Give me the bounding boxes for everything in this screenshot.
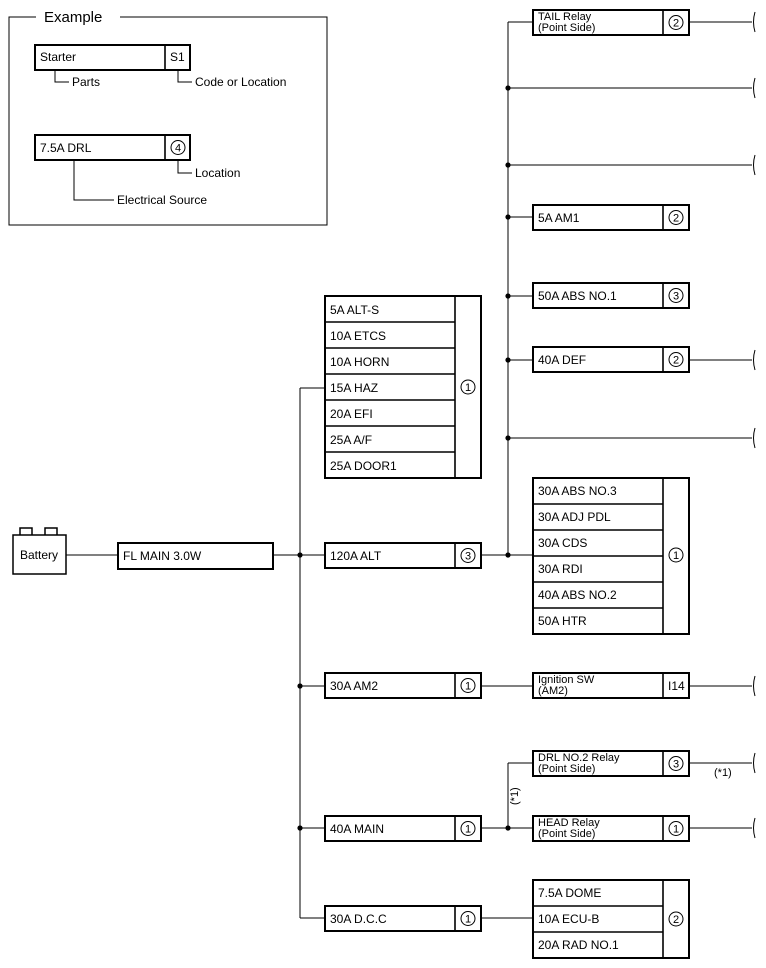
fuse-block-2-location: 1: [673, 550, 679, 562]
ignition-line1: Ignition SW: [538, 674, 595, 686]
am1-location: 2: [673, 213, 679, 225]
example-legend: Example Starter S1 Parts Code or Locatio…: [8, 9, 328, 226]
fuse-30a-dcc: 30A D.C.C 1: [324, 905, 482, 932]
main-label: 40A MAIN: [330, 822, 384, 836]
legend-source-name: 7.5A DRL: [40, 141, 92, 155]
head-relay: HEAD Relay (Point Side) 1: [532, 815, 690, 842]
legend-part-box: [34, 44, 191, 71]
fuse-adj-pdl: 30A ADJ PDL: [538, 510, 611, 524]
fuse-etcs: 10A ETCS: [330, 329, 386, 343]
drl-relay-line2: (Point Side): [538, 763, 595, 775]
wires: [66, 21, 752, 919]
legend-electrical-source-label: Electrical Source: [117, 193, 207, 207]
ignition-code: I14: [668, 679, 685, 693]
tail-relay-location: 2: [673, 18, 679, 30]
abs1-label: 50A ABS NO.1: [538, 289, 617, 303]
fl-main-fusible-link: FL MAIN 3.0W: [117, 542, 274, 570]
fuse-ecu-b: 10A ECU-B: [538, 912, 599, 926]
legend-frame: [8, 16, 328, 226]
fuse-40a-def: 40A DEF 2: [532, 346, 690, 373]
legend-parts-label: Parts: [72, 75, 100, 89]
alt-location: 3: [465, 551, 471, 563]
fuse-block-1: 5A ALT-S 10A ETCS 10A HORN 15A HAZ 20A E…: [324, 295, 482, 479]
fuse-dome: 7.5A DOME: [538, 886, 601, 900]
head-relay-line2: (Point Side): [538, 828, 595, 840]
dcc-label: 30A D.C.C: [330, 912, 387, 926]
fuse-cds: 30A CDS: [538, 536, 587, 550]
legend-part-name: Starter: [40, 50, 76, 64]
am1-label: 5A AM1: [538, 211, 580, 225]
am2-location: 1: [465, 681, 471, 693]
fuse-rdi: 30A RDI: [538, 562, 583, 576]
fuse-haz: 15A HAZ: [330, 381, 378, 395]
fuse-block-2: 30A ABS NO.3 30A ADJ PDL 30A CDS 30A RDI…: [532, 477, 690, 635]
fuse-efi: 20A EFI: [330, 407, 373, 421]
fuse-block-3-location: 2: [673, 914, 679, 926]
note-mark-vertical: (*1): [509, 787, 521, 805]
legend-source-box: [34, 134, 191, 161]
legend-source-location: 4: [175, 143, 181, 155]
tail-relay-line2: (Point Side): [538, 22, 595, 34]
continuation-marks: [753, 11, 756, 839]
head-relay-line1: HEAD Relay: [538, 817, 600, 829]
legend-code-label: Code or Location: [195, 75, 286, 89]
fuse-block-3: 7.5A DOME 10A ECU-B 20A RAD NO.1 2: [532, 879, 690, 959]
def-label: 40A DEF: [538, 353, 586, 367]
tail-relay-line1: TAIL Relay: [538, 11, 592, 23]
legend-title: Example: [44, 9, 102, 26]
drl-no2-relay: DRL NO.2 Relay (Point Side) 3: [532, 750, 690, 777]
battery: Battery: [12, 527, 67, 575]
fuse-horn: 10A HORN: [330, 355, 389, 369]
legend-location-label: Location: [195, 166, 240, 180]
note-mark-right: (*1): [714, 767, 732, 779]
fuse-120a-alt: 120A ALT 3: [324, 542, 482, 569]
ignition-line2: (AM2): [538, 685, 568, 697]
fuse-htr: 50A HTR: [538, 614, 587, 628]
head-relay-location: 1: [673, 824, 679, 836]
fuse-50a-abs-no1: 50A ABS NO.1 3: [532, 282, 690, 309]
tail-relay: TAIL Relay (Point Side) 2: [532, 9, 690, 36]
fuse-block-1-location: 1: [465, 382, 471, 394]
main-location: 1: [465, 824, 471, 836]
battery-label: Battery: [20, 548, 58, 562]
fuse-af: 25A A/F: [330, 433, 372, 447]
drl-relay-location: 3: [673, 759, 679, 771]
ignition-switch: Ignition SW (AM2) I14: [532, 672, 690, 699]
fuse-abs-no3: 30A ABS NO.3: [538, 484, 617, 498]
fuse-door1: 25A DOOR1: [330, 459, 397, 473]
fuse-40a-main: 40A MAIN 1: [324, 815, 482, 842]
drl-relay-line1: DRL NO.2 Relay: [538, 752, 620, 764]
am2-label: 30A AM2: [330, 679, 378, 693]
fuse-30a-am2: 30A AM2 1: [324, 672, 482, 699]
abs1-location: 3: [673, 291, 679, 303]
def-location: 2: [673, 355, 679, 367]
fuse-5a-am1: 5A AM1 2: [532, 204, 690, 231]
fuse-abs-no2: 40A ABS NO.2: [538, 588, 617, 602]
fuse-alt-s: 5A ALT-S: [330, 303, 379, 317]
alt-label: 120A ALT: [330, 549, 382, 563]
legend-part-code: S1: [170, 50, 185, 64]
fl-main-label: FL MAIN 3.0W: [123, 549, 202, 563]
dcc-location: 1: [465, 914, 471, 926]
fuse-rad-no1: 20A RAD NO.1: [538, 938, 619, 952]
